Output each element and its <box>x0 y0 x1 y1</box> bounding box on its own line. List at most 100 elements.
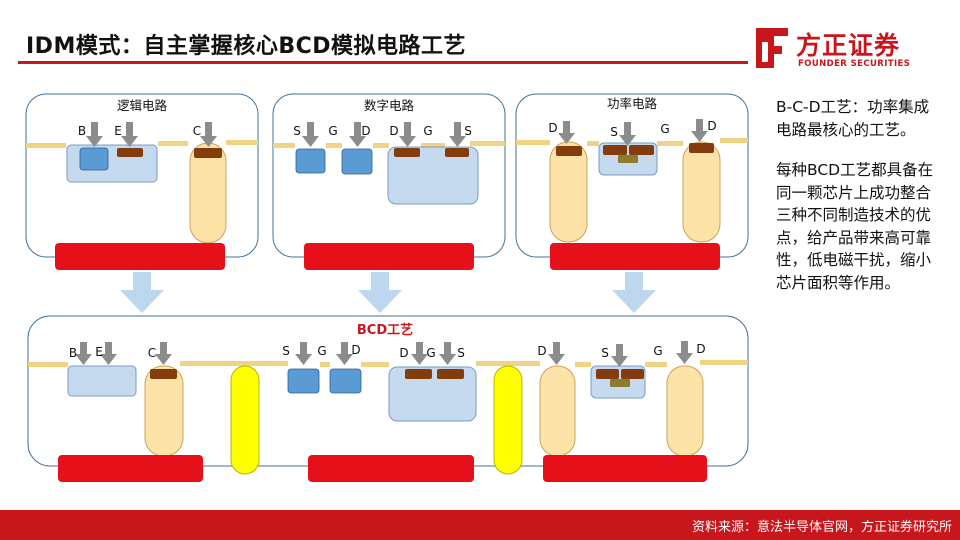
logo-name-en: FOUNDER SECURITIES <box>798 59 911 69</box>
p-well-region <box>388 366 477 422</box>
oxide-layer <box>645 362 667 367</box>
isolation-well <box>230 365 260 475</box>
pmos-drain-contact <box>405 369 432 379</box>
down-arrow-icon <box>548 342 565 365</box>
substrate-layer <box>543 455 707 482</box>
terminal-label: D <box>399 346 408 360</box>
nmos-drain-region <box>329 368 362 394</box>
down-arrow-icon <box>558 121 575 144</box>
gate-region <box>610 379 630 387</box>
panel-title: BCD工艺 <box>357 322 413 338</box>
n-well-region <box>67 365 137 397</box>
drain-well <box>666 365 704 457</box>
oxide-layer <box>587 141 599 146</box>
panel-title: 数字电路 <box>364 98 415 113</box>
terminal-label: B <box>69 346 77 360</box>
bcd-process-diagram: 逻辑电路 B E C 数字电路 <box>25 93 749 482</box>
collector-well <box>144 365 184 457</box>
panel-bcd-combined: BCD工艺 <box>27 315 749 482</box>
down-arrow-icon <box>100 342 117 365</box>
drain-contact <box>689 143 714 153</box>
terminal-label: S <box>464 124 472 138</box>
panel-digital: 数字电路 S G D D G S <box>272 93 506 270</box>
pmos-source-contact <box>445 148 469 157</box>
footer-bar: 资料来源：意法半导体官网，方正证券研究所 <box>0 510 960 540</box>
substrate-layer <box>550 243 720 270</box>
terminal-arrows <box>302 122 466 147</box>
flow-arrows <box>120 272 656 313</box>
terminal-arrows <box>86 122 217 147</box>
terminal-label: D <box>537 344 546 358</box>
down-arrow-icon <box>120 272 164 313</box>
substrate-layer <box>308 455 474 482</box>
terminal-label: C <box>148 346 156 360</box>
nmos-drain-region <box>341 148 373 175</box>
oxide-layer <box>516 140 550 145</box>
down-arrow-icon <box>612 272 656 313</box>
oxide-layer <box>657 141 683 146</box>
oxide-layer <box>226 140 258 145</box>
down-arrow-icon <box>691 119 708 142</box>
collector-contact <box>194 148 222 158</box>
drain-well <box>549 141 588 243</box>
down-arrow-icon <box>411 342 428 365</box>
terminal-label: S <box>601 346 609 360</box>
down-arrow-icon <box>302 122 319 147</box>
oxide-layer <box>476 361 540 366</box>
source-note: 资料来源：意法半导体官网，方正证券研究所 <box>691 520 952 535</box>
terminal-label: E <box>95 345 103 359</box>
nmos-source-region <box>287 368 320 394</box>
substrate-layer <box>58 455 203 482</box>
side-explanation: B-C-D工艺：功率集成电路最核心的工艺。 每种BCD工艺都具备在同一颗芯片上成… <box>776 96 938 312</box>
down-arrow-icon <box>449 122 466 147</box>
gate-region <box>618 155 638 163</box>
terminal-label: D <box>548 121 557 135</box>
oxide-layer <box>470 141 505 146</box>
oxide-layer <box>373 143 389 148</box>
terminal-arrows <box>558 119 708 146</box>
substrate-layer <box>304 243 474 270</box>
terminal-label: S <box>457 346 465 360</box>
source-contact <box>603 145 627 155</box>
oxide-layer <box>700 360 748 365</box>
down-arrow-icon <box>121 122 138 147</box>
down-arrow-icon <box>295 342 312 365</box>
pmos-drain-contact <box>394 148 420 157</box>
down-arrow-icon <box>86 122 103 147</box>
oxide-layer <box>720 138 748 143</box>
brand-logo: 方正证券 FOUNDER SECURITIES <box>752 26 952 70</box>
source-contact <box>596 369 619 379</box>
side-paragraph-advantages: 每种BCD工艺都具备在同一颗芯片上成功整合三种不同制造技术的优点，给产品带来高可… <box>776 161 934 292</box>
terminal-label: S <box>282 344 290 358</box>
down-arrow-icon <box>75 342 92 365</box>
title-divider <box>18 61 748 64</box>
down-arrow-icon <box>611 344 628 367</box>
oxide-layer <box>575 362 591 367</box>
drain-contact <box>556 146 582 156</box>
terminal-label: D <box>361 124 370 138</box>
oxide-layer <box>180 361 288 366</box>
terminal-label: D <box>696 342 705 356</box>
p-well-region <box>387 146 479 205</box>
terminal-label: G <box>317 344 326 358</box>
terminal-arrows <box>75 341 693 367</box>
pmos-source-contact <box>437 369 464 379</box>
terminal-label: D <box>707 119 716 133</box>
down-arrow-icon <box>399 122 416 147</box>
base-region <box>79 147 109 171</box>
oxide-layer <box>361 362 389 367</box>
source-contact <box>621 369 644 379</box>
panel-title: 逻辑电路 <box>117 98 168 113</box>
panel-logic: 逻辑电路 B E C <box>25 93 259 270</box>
panel-power: 功率电路 D S G D <box>515 93 749 270</box>
terminal-label: D <box>351 343 360 357</box>
isolation-well <box>493 365 523 475</box>
substrate-layer <box>55 243 225 270</box>
terminal-label: G <box>328 124 337 138</box>
down-arrow-icon <box>358 272 402 313</box>
terminal-label: G <box>660 122 669 136</box>
logo-name-cn: 方正证券 <box>796 31 901 60</box>
down-arrow-icon <box>200 122 217 147</box>
down-arrow-icon <box>439 342 456 365</box>
terminal-label: G <box>426 346 435 360</box>
